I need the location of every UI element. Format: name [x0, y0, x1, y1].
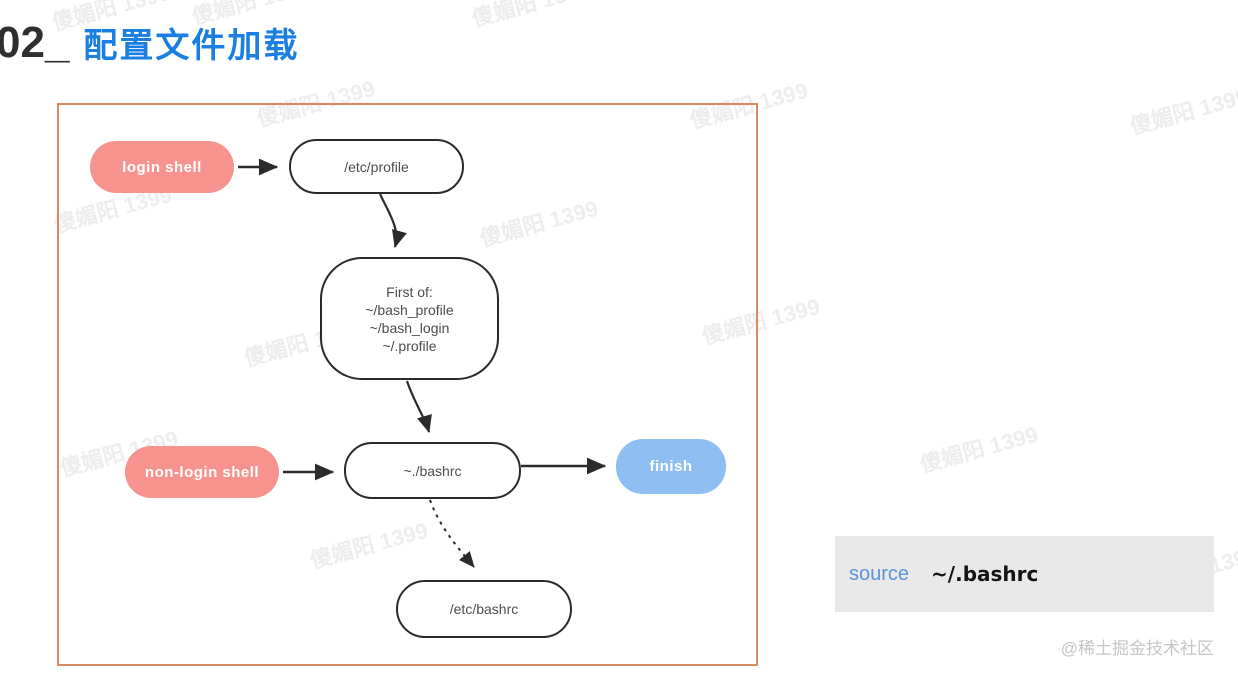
- node-bashrc-label: ~./bashrc: [403, 462, 462, 479]
- community-watermark: @稀土掘金技术社区: [1060, 639, 1214, 658]
- node-non-login-shell: non-login shell: [125, 446, 279, 498]
- page-title: 02_ 配置文件加载: [0, 18, 299, 68]
- arrow-bashrc-to-etcbashrc-dashed: [429, 499, 475, 568]
- node-first-of-line: ~/bash_login: [369, 319, 450, 336]
- watermark-text: 傻媚阳 1399: [917, 421, 1041, 478]
- page-title-number: 02_: [0, 18, 70, 67]
- node-finish: finish: [616, 439, 726, 494]
- flowchart-arrows: [238, 158, 607, 568]
- node-login-shell-label: login shell: [122, 158, 202, 176]
- watermark-text: 傻媚阳 1399: [469, 0, 593, 32]
- code-keyword: source: [849, 562, 910, 585]
- node-first-of-line: First of:: [386, 283, 433, 300]
- node-first-of: First of: ~/bash_profile ~/bash_login ~/…: [320, 257, 499, 380]
- arrow-etcprofile-to-firstof: [379, 193, 407, 249]
- node-non-login-shell-label: non-login shell: [144, 463, 260, 481]
- node-first-of-line: ~/bash_profile: [365, 301, 454, 318]
- node-finish-label: finish: [649, 458, 693, 475]
- node-bashrc: ~./bashrc: [344, 442, 521, 499]
- node-login-shell: login shell: [90, 141, 234, 193]
- node-first-of-line: ~/.profile: [382, 337, 437, 354]
- flowchart-container: login shell /etc/profile First of: ~/bas…: [57, 103, 758, 666]
- code-argument: ~/.bashrc: [931, 562, 1039, 586]
- code-block: source ~/.bashrc: [835, 536, 1214, 612]
- node-etc-profile-label: /etc/profile: [344, 158, 409, 175]
- node-etc-profile: /etc/profile: [289, 139, 464, 194]
- node-etc-bashrc: /etc/bashrc: [396, 580, 572, 638]
- page-title-text: 配置文件加载: [83, 27, 300, 65]
- node-etc-bashrc-label: /etc/bashrc: [449, 601, 519, 617]
- arrow-firstof-to-bashrc: [405, 380, 432, 434]
- watermark-text: 傻媚阳 1399: [1127, 83, 1238, 140]
